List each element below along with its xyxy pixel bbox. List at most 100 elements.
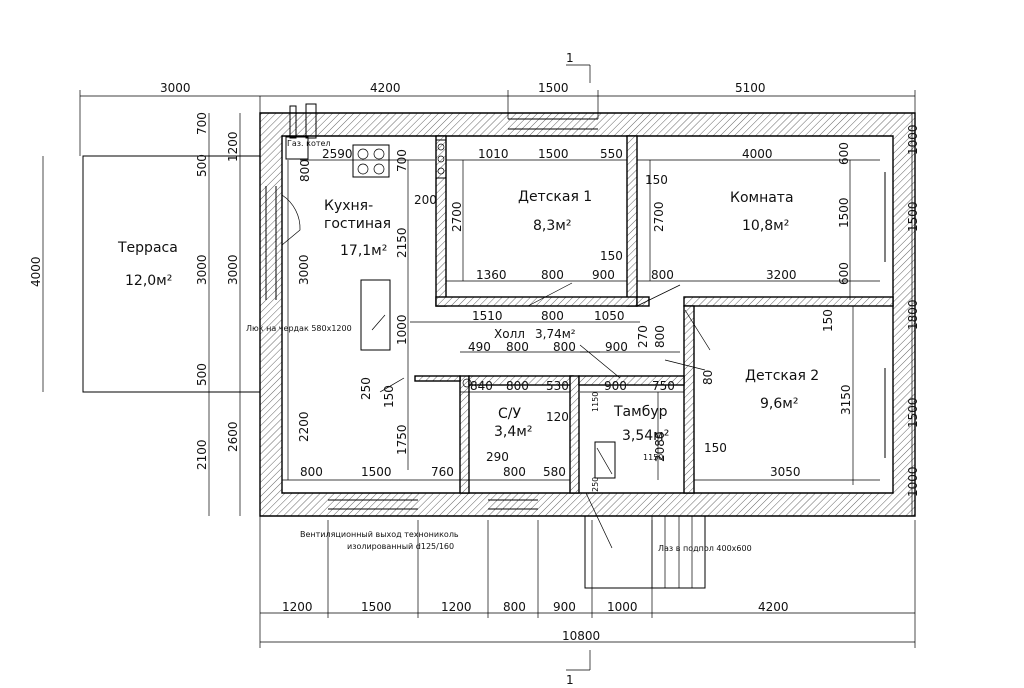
dim-d1-900: 900 <box>592 268 615 282</box>
dim-total: 10800 <box>562 629 600 643</box>
dim-right-4: 1500 <box>906 397 920 428</box>
kitchen-name-2: гостиная <box>324 216 391 232</box>
dim-k-top: 2590 <box>322 147 353 161</box>
dim-v-1150a: 1150 <box>591 392 600 412</box>
dim-k2-3150: 3150 <box>839 384 853 415</box>
room-area: 10,8м² <box>742 218 789 234</box>
dim-b-530: 530 <box>546 379 569 393</box>
dim-right-3: 1800 <box>906 299 920 330</box>
outer-walls <box>259 112 916 517</box>
dim-h-1510: 1510 <box>472 309 503 323</box>
dim-bottom-3: 1200 <box>441 600 472 614</box>
dimension-lines <box>42 64 916 671</box>
dim-k-1750: 1750 <box>395 424 409 455</box>
bath-area: 3,4м² <box>494 424 532 440</box>
section-mark-top: 1 <box>566 51 574 65</box>
kids1-name: Детская 1 <box>518 189 592 205</box>
vent-note-1: Вентиляционный выход технониколь <box>300 530 459 539</box>
dim-d1-800: 800 <box>541 268 564 282</box>
section-mark-bottom: 1 <box>566 673 574 687</box>
dim-v-80: 80 <box>701 370 715 385</box>
dim-k-150: 150 <box>382 385 396 408</box>
dim-h-800b: 800 <box>553 340 576 354</box>
windows <box>265 118 894 510</box>
dim-v-250: 250 <box>591 477 600 492</box>
dim-top-2: 4200 <box>370 81 401 95</box>
hall-name: Холл <box>494 327 525 341</box>
terrace-name: Терраса <box>117 240 178 256</box>
dim-d1-1010: 1010 <box>478 147 509 161</box>
kitchen-fixtures <box>285 103 616 479</box>
dim-k-1000: 1000 <box>395 314 409 345</box>
boiler-label: Газ. котел <box>287 139 331 148</box>
dim-top-3: 1500 <box>538 81 569 95</box>
dim-h-800v: 800 <box>653 325 667 348</box>
dim-d1-150a: 150 <box>645 173 668 187</box>
kids2-name: Детская 2 <box>745 368 819 384</box>
dim-d1-550: 550 <box>600 147 623 161</box>
dim-b-120: 120 <box>546 410 569 424</box>
dim-v-2080: 2080 <box>653 431 667 462</box>
dim-v-900: 900 <box>604 379 627 393</box>
vent-note-2: изолированный d125/160 <box>347 542 454 551</box>
dim-h-900: 900 <box>605 340 628 354</box>
dim-b-840: 840 <box>470 379 493 393</box>
dim-r-1500: 1500 <box>837 197 851 228</box>
dim-r-4000: 4000 <box>742 147 773 161</box>
dim-k-2200: 2200 <box>297 411 311 442</box>
room-name: Комната <box>730 190 794 206</box>
dim-h-490: 490 <box>468 340 491 354</box>
dim-k-3000: 3000 <box>297 254 311 285</box>
doors <box>281 194 711 549</box>
dim-left-5: 2100 <box>195 439 209 470</box>
dim-k-700: 700 <box>395 149 409 172</box>
dim-k-800b: 800 <box>300 465 323 479</box>
dim-k-760: 760 <box>431 465 454 479</box>
dim-left-3: 3000 <box>195 254 209 285</box>
dim-d1-2700: 2700 <box>450 201 464 232</box>
dim-bottom-5: 900 <box>553 600 576 614</box>
dim-r-600a: 600 <box>837 142 851 165</box>
dim-right-5: 1000 <box>906 466 920 497</box>
dim-bottom-1: 1200 <box>282 600 313 614</box>
dim-left2-1: 1200 <box>226 131 240 162</box>
dim-k2-3050: 3050 <box>770 465 801 479</box>
dim-d1-1500: 1500 <box>538 147 569 161</box>
dim-k2-150b: 150 <box>704 441 727 455</box>
inner-walls <box>414 135 894 494</box>
dim-r-600b: 600 <box>837 262 851 285</box>
kitchen-name-1: Кухня- <box>324 198 373 214</box>
dim-left-4: 500 <box>195 363 209 386</box>
dim-bottom-6: 1000 <box>607 600 638 614</box>
dim-k-250: 250 <box>359 377 373 400</box>
dim-b-800b: 800 <box>503 465 526 479</box>
dim-left-1: 700 <box>195 112 209 135</box>
attic-hatch-note: Люк на чердак 580х1200 <box>246 324 352 333</box>
dim-k2-150a: 150 <box>821 309 835 332</box>
dim-k-2150: 2150 <box>395 227 409 258</box>
dim-b-290: 290 <box>486 450 509 464</box>
hall-area: 3,74м² <box>535 327 576 341</box>
dim-v-1150b: 1150 <box>643 453 663 462</box>
terrace-area: 12,0м² <box>125 273 172 289</box>
dim-h-270: 270 <box>636 325 650 348</box>
dim-left2-3: 2600 <box>226 421 240 452</box>
floor-hatch-note: Лаз в подпол 400х600 <box>658 544 752 553</box>
dim-r-800: 800 <box>651 268 674 282</box>
dim-h-800: 800 <box>541 309 564 323</box>
dim-b-800: 800 <box>506 379 529 393</box>
dim-h-800a: 800 <box>506 340 529 354</box>
bath-name: С/У <box>498 406 521 422</box>
dim-k-200: 200 <box>414 193 437 207</box>
dim-bottom-7: 4200 <box>758 600 789 614</box>
dim-bottom-2: 1500 <box>361 600 392 614</box>
vestibule-name: Тамбур <box>613 404 668 420</box>
kids1-area: 8,3м² <box>533 218 571 234</box>
dim-r-2700: 2700 <box>652 201 666 232</box>
dim-top-4: 5100 <box>735 81 766 95</box>
dim-r-3200: 3200 <box>766 268 797 282</box>
kids2-area: 9,6м² <box>760 396 798 412</box>
dim-v-750: 750 <box>652 379 675 393</box>
dim-terrace-depth: 4000 <box>29 256 43 287</box>
